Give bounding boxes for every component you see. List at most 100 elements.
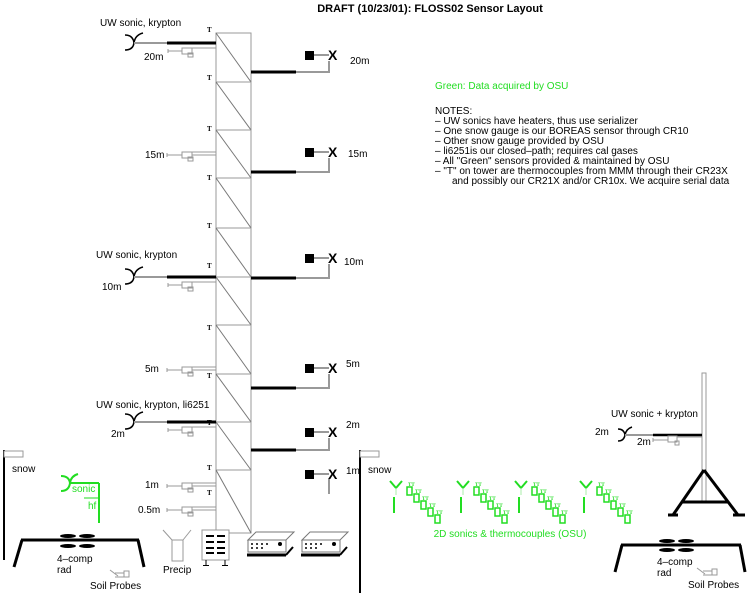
radiometer-icons: [60, 534, 95, 548]
logger-lid: [300, 531, 350, 541]
tower-diagonal: [215, 276, 252, 326]
thermocouple-mark: TT: [612, 497, 619, 502]
rad-label-line1: 4–comp: [657, 557, 693, 568]
thermocouple-mark: TT: [540, 490, 547, 495]
logger-base: [285, 546, 294, 556]
thermocouple-housing: [413, 493, 420, 503]
sonic-label: sonic: [72, 484, 95, 495]
tower-frame: [215, 32, 252, 534]
thermocouple-mark: TT: [482, 490, 489, 495]
anemometer-icon: X: [328, 250, 338, 266]
thermocouple-housing: [406, 486, 413, 496]
rad-label-line2: rad: [57, 565, 71, 576]
probe-height-5m: 5m: [145, 364, 159, 375]
thermocouple-mark: T: [207, 262, 212, 270]
middle-site: snow TTTTTTTTTTTTTTTTTTTTTTTTTTTTTTTTTTT…: [359, 450, 633, 593]
right-probe-icon: [652, 435, 702, 446]
logger-terminal: [266, 543, 268, 545]
left-sonic-boom: [124, 266, 216, 292]
boom-arm: [296, 438, 330, 451]
thermocouple-mark: TT: [496, 504, 503, 509]
thermocouple-housing: [487, 500, 494, 510]
right-probe-height: 2m: [637, 437, 651, 448]
logger-terminal: [261, 543, 263, 545]
notes-heading: NOTES:: [435, 106, 472, 117]
thermocouple-mark: TT: [475, 483, 482, 488]
data-logger: [246, 531, 296, 557]
sonic-2d-icon: [389, 480, 403, 490]
probe-housing: [181, 426, 193, 434]
logger-terminal: [320, 543, 322, 545]
sonic-transducer-icon: [124, 42, 135, 51]
right-boom: X: [251, 47, 338, 74]
logger-lid: [246, 531, 296, 541]
right-site: UW sonic + krypton 2m 2m 4–comp rad: [595, 372, 747, 591]
probe-housing: [187, 487, 194, 493]
probe-housing: [181, 47, 193, 55]
tripod: [668, 469, 745, 517]
thermocouple-mark: TT: [547, 497, 554, 502]
note-item: – li6251is our closed–path; requires cal…: [435, 146, 638, 157]
probe-housing: [187, 52, 194, 58]
thermocouple-mark: T: [207, 419, 212, 427]
thermocouple-mark: TT: [605, 490, 612, 495]
thermocouple-housing: [473, 486, 480, 496]
radiometer-table: [613, 543, 747, 573]
temp-humidity-probe: [166, 482, 216, 493]
thermocouple-housing: [531, 486, 538, 496]
thermocouple-housing: [610, 500, 617, 510]
tower-diagonal: [215, 421, 252, 471]
thermocouple-mark: T: [207, 74, 212, 82]
thermocouple-mark: TT: [533, 483, 540, 488]
datalogger-rack: [201, 529, 230, 566]
probe-height-1m: 1m: [145, 480, 159, 491]
note-item: – One snow gauge is our BOREAS sensor th…: [435, 126, 689, 137]
boom-arm: [296, 264, 330, 279]
thermocouple-housing: [617, 507, 624, 517]
anemometer-icon: X: [328, 47, 338, 63]
precip-gauge: [162, 529, 192, 562]
precip-label: Precip: [163, 565, 192, 576]
thermocouple-housing: [603, 493, 610, 503]
snow-gauge-sensor: [3, 450, 24, 458]
sonic-transducer-icon: [124, 411, 144, 423]
thermocouple-mark: TT: [415, 490, 422, 495]
thermocouple-housing: [596, 486, 603, 496]
temp-humidity-probe: [166, 366, 216, 377]
sonic-transducer-icon: [124, 266, 144, 278]
thermocouple-mark: TT: [503, 511, 510, 516]
note-item: – All "Green" sensors provided & maintai…: [435, 156, 669, 167]
tower-diagonal: [215, 32, 252, 83]
thermocouple-mark: TT: [422, 497, 429, 502]
rad-label-line2: rad: [657, 568, 671, 579]
logger-body: [301, 539, 341, 553]
sensor-box: [305, 428, 314, 437]
green-legend: Green: Data acquired by OSU: [435, 81, 568, 92]
anemometer-icon: X: [328, 360, 338, 376]
snow-label: snow: [368, 465, 392, 476]
probe-housing: [187, 511, 194, 517]
logger-terminal: [305, 543, 307, 545]
thermocouple-mark: T: [207, 464, 212, 472]
logger-terminal: [332, 542, 336, 546]
thermocouple-mark: T: [207, 174, 212, 182]
right-boom: X: [251, 360, 338, 390]
main-tower: [215, 32, 252, 534]
tower-diagonal: [215, 469, 252, 534]
left-sonic-boom: [124, 411, 216, 437]
thermocouple-mark: TT: [598, 483, 605, 488]
note-item: – UW sonics have heaters, thus use seria…: [435, 116, 639, 127]
right-boom: X: [251, 424, 338, 452]
thermocouple-mark: T: [207, 26, 212, 34]
osu-sonic-icon: [60, 473, 100, 523]
data-logger: [300, 531, 350, 557]
logger-terminal: [315, 547, 317, 549]
logger-terminal: [305, 547, 307, 549]
thermocouple-mark: TT: [436, 511, 443, 516]
right-mast: [701, 372, 707, 504]
soil-probes-label: Soil Probes: [90, 581, 141, 592]
sonic-transducer-icon: [124, 276, 135, 285]
anemometer-icon: X: [328, 144, 338, 160]
